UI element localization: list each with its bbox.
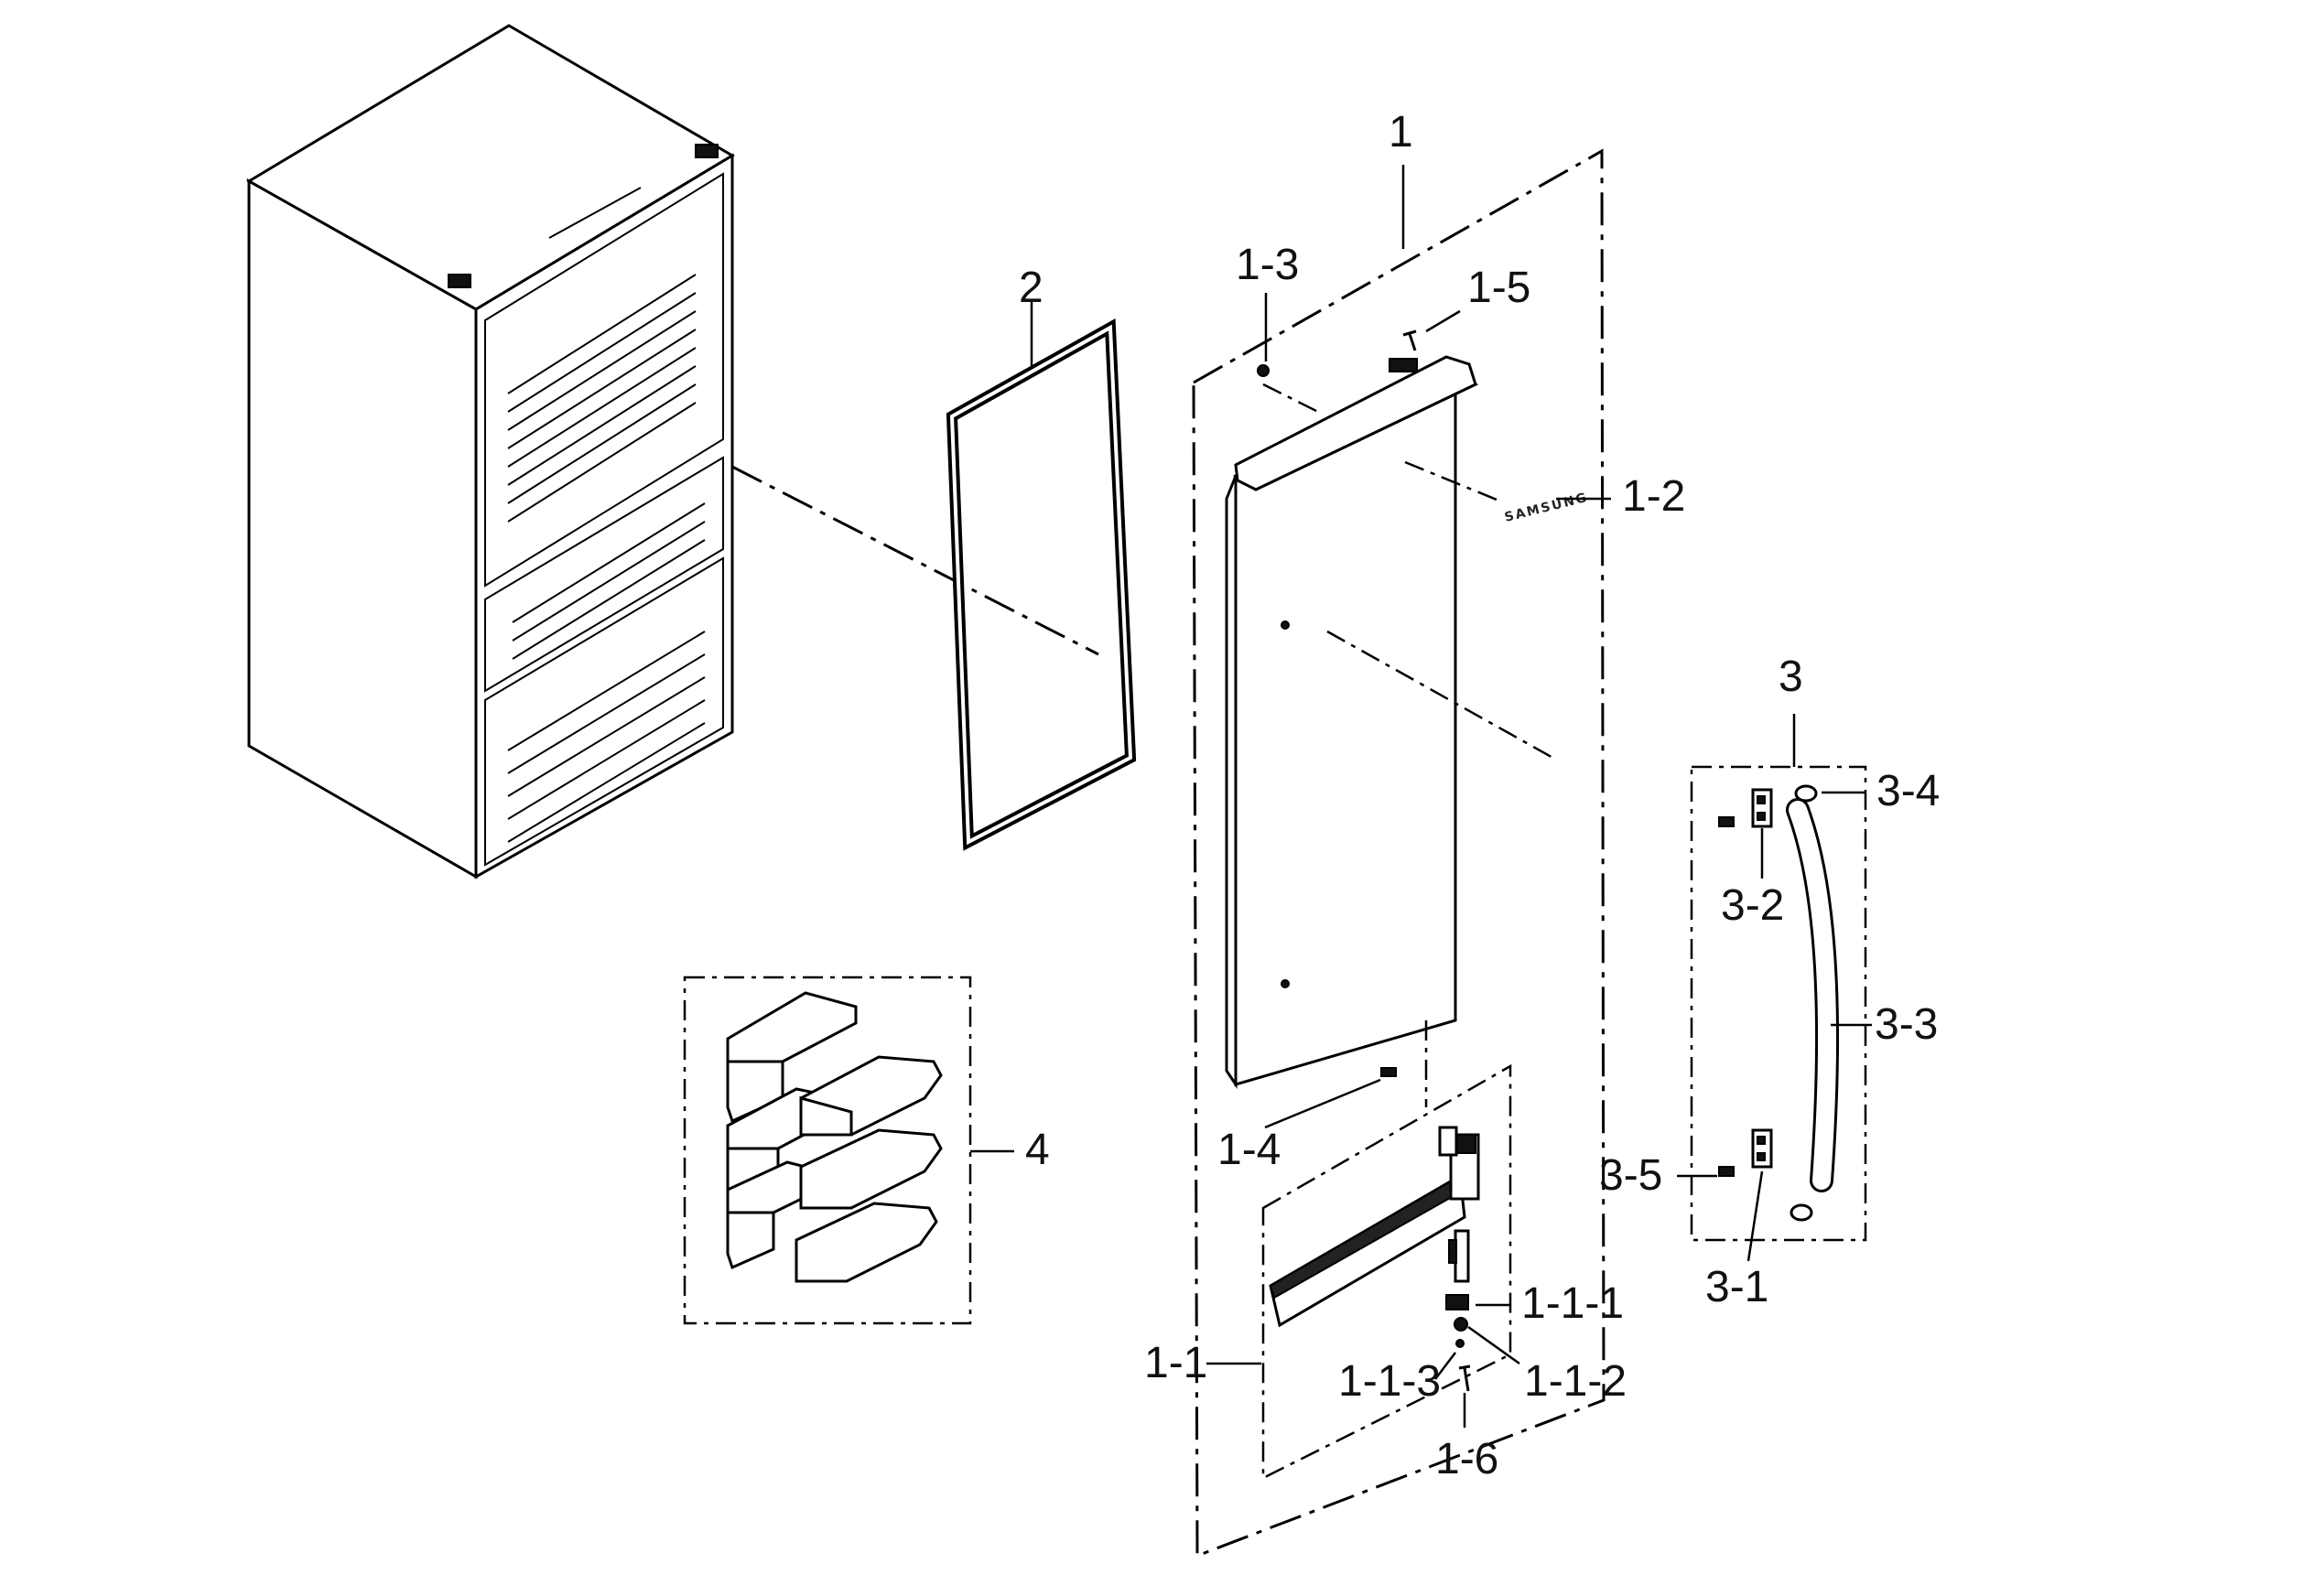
callout-3-1: 3-1 (1705, 1263, 1768, 1311)
callout-3-5: 3-5 (1599, 1151, 1662, 1200)
callout-1-1-1: 1-1-1 (1521, 1279, 1624, 1328)
door-bottom-cap (1269, 1126, 1480, 1328)
refrigerator-cabinet (246, 24, 735, 879)
handle-screw-bottom-icon (1718, 1166, 1735, 1177)
callout-3-3: 3-3 (1875, 1000, 1938, 1049)
alignment-line-cabinet (731, 465, 1099, 656)
leader-1-5 (1425, 309, 1461, 333)
handle-assembly-boundary (1690, 765, 1867, 1242)
alignment-line-badge (1404, 460, 1502, 503)
callout-1-2: 1-2 (1622, 472, 1685, 521)
leader-1-1-3 (1434, 1352, 1456, 1380)
handle-bracket-bottom-icon (1751, 1128, 1773, 1169)
hinge-bracket-icon (1445, 1229, 1471, 1392)
part-1-5-screw-icon (1402, 329, 1417, 351)
callout-1-5: 1-5 (1467, 264, 1530, 312)
callout-1-1-3: 1-1-3 (1338, 1357, 1441, 1406)
handle-cap-top-icon (1794, 784, 1818, 803)
door-bins-boundary (683, 976, 972, 1325)
leader-1-1-2 (1467, 1325, 1520, 1365)
callout-3-2: 3-2 (1721, 881, 1784, 930)
alignment-line-cap (1262, 383, 1319, 414)
callout-1-4: 1-4 (1217, 1126, 1281, 1174)
door-gasket (946, 318, 1137, 851)
door-bins (726, 991, 943, 1283)
alignment-line-door (1326, 630, 1557, 761)
door-handle (1786, 798, 1840, 1192)
refrigerator-door (1225, 355, 1478, 1089)
part-1-3-icon (1257, 364, 1270, 377)
callout-2: 2 (1019, 264, 1043, 312)
callout-1-1: 1-1 (1144, 1339, 1207, 1387)
callout-4: 4 (1025, 1126, 1050, 1174)
handle-bracket-top-icon (1751, 788, 1773, 828)
callout-1-6: 1-6 (1435, 1435, 1498, 1483)
callout-1-1-2: 1-1-2 (1524, 1357, 1627, 1406)
leader-3-1 (1746, 1170, 1764, 1262)
handle-cap-bottom-icon (1790, 1203, 1813, 1222)
door-assembly-boundary (1192, 148, 1606, 1558)
handle-screw-top-icon (1718, 816, 1735, 827)
callout-1-3: 1-3 (1236, 241, 1299, 289)
callout-1: 1 (1389, 108, 1413, 156)
callout-3-4: 3-4 (1876, 767, 1940, 815)
leader-1-4 (1264, 1078, 1381, 1129)
brand-plate: SAMSUNG (1503, 491, 1590, 525)
callout-3: 3 (1779, 652, 1803, 701)
